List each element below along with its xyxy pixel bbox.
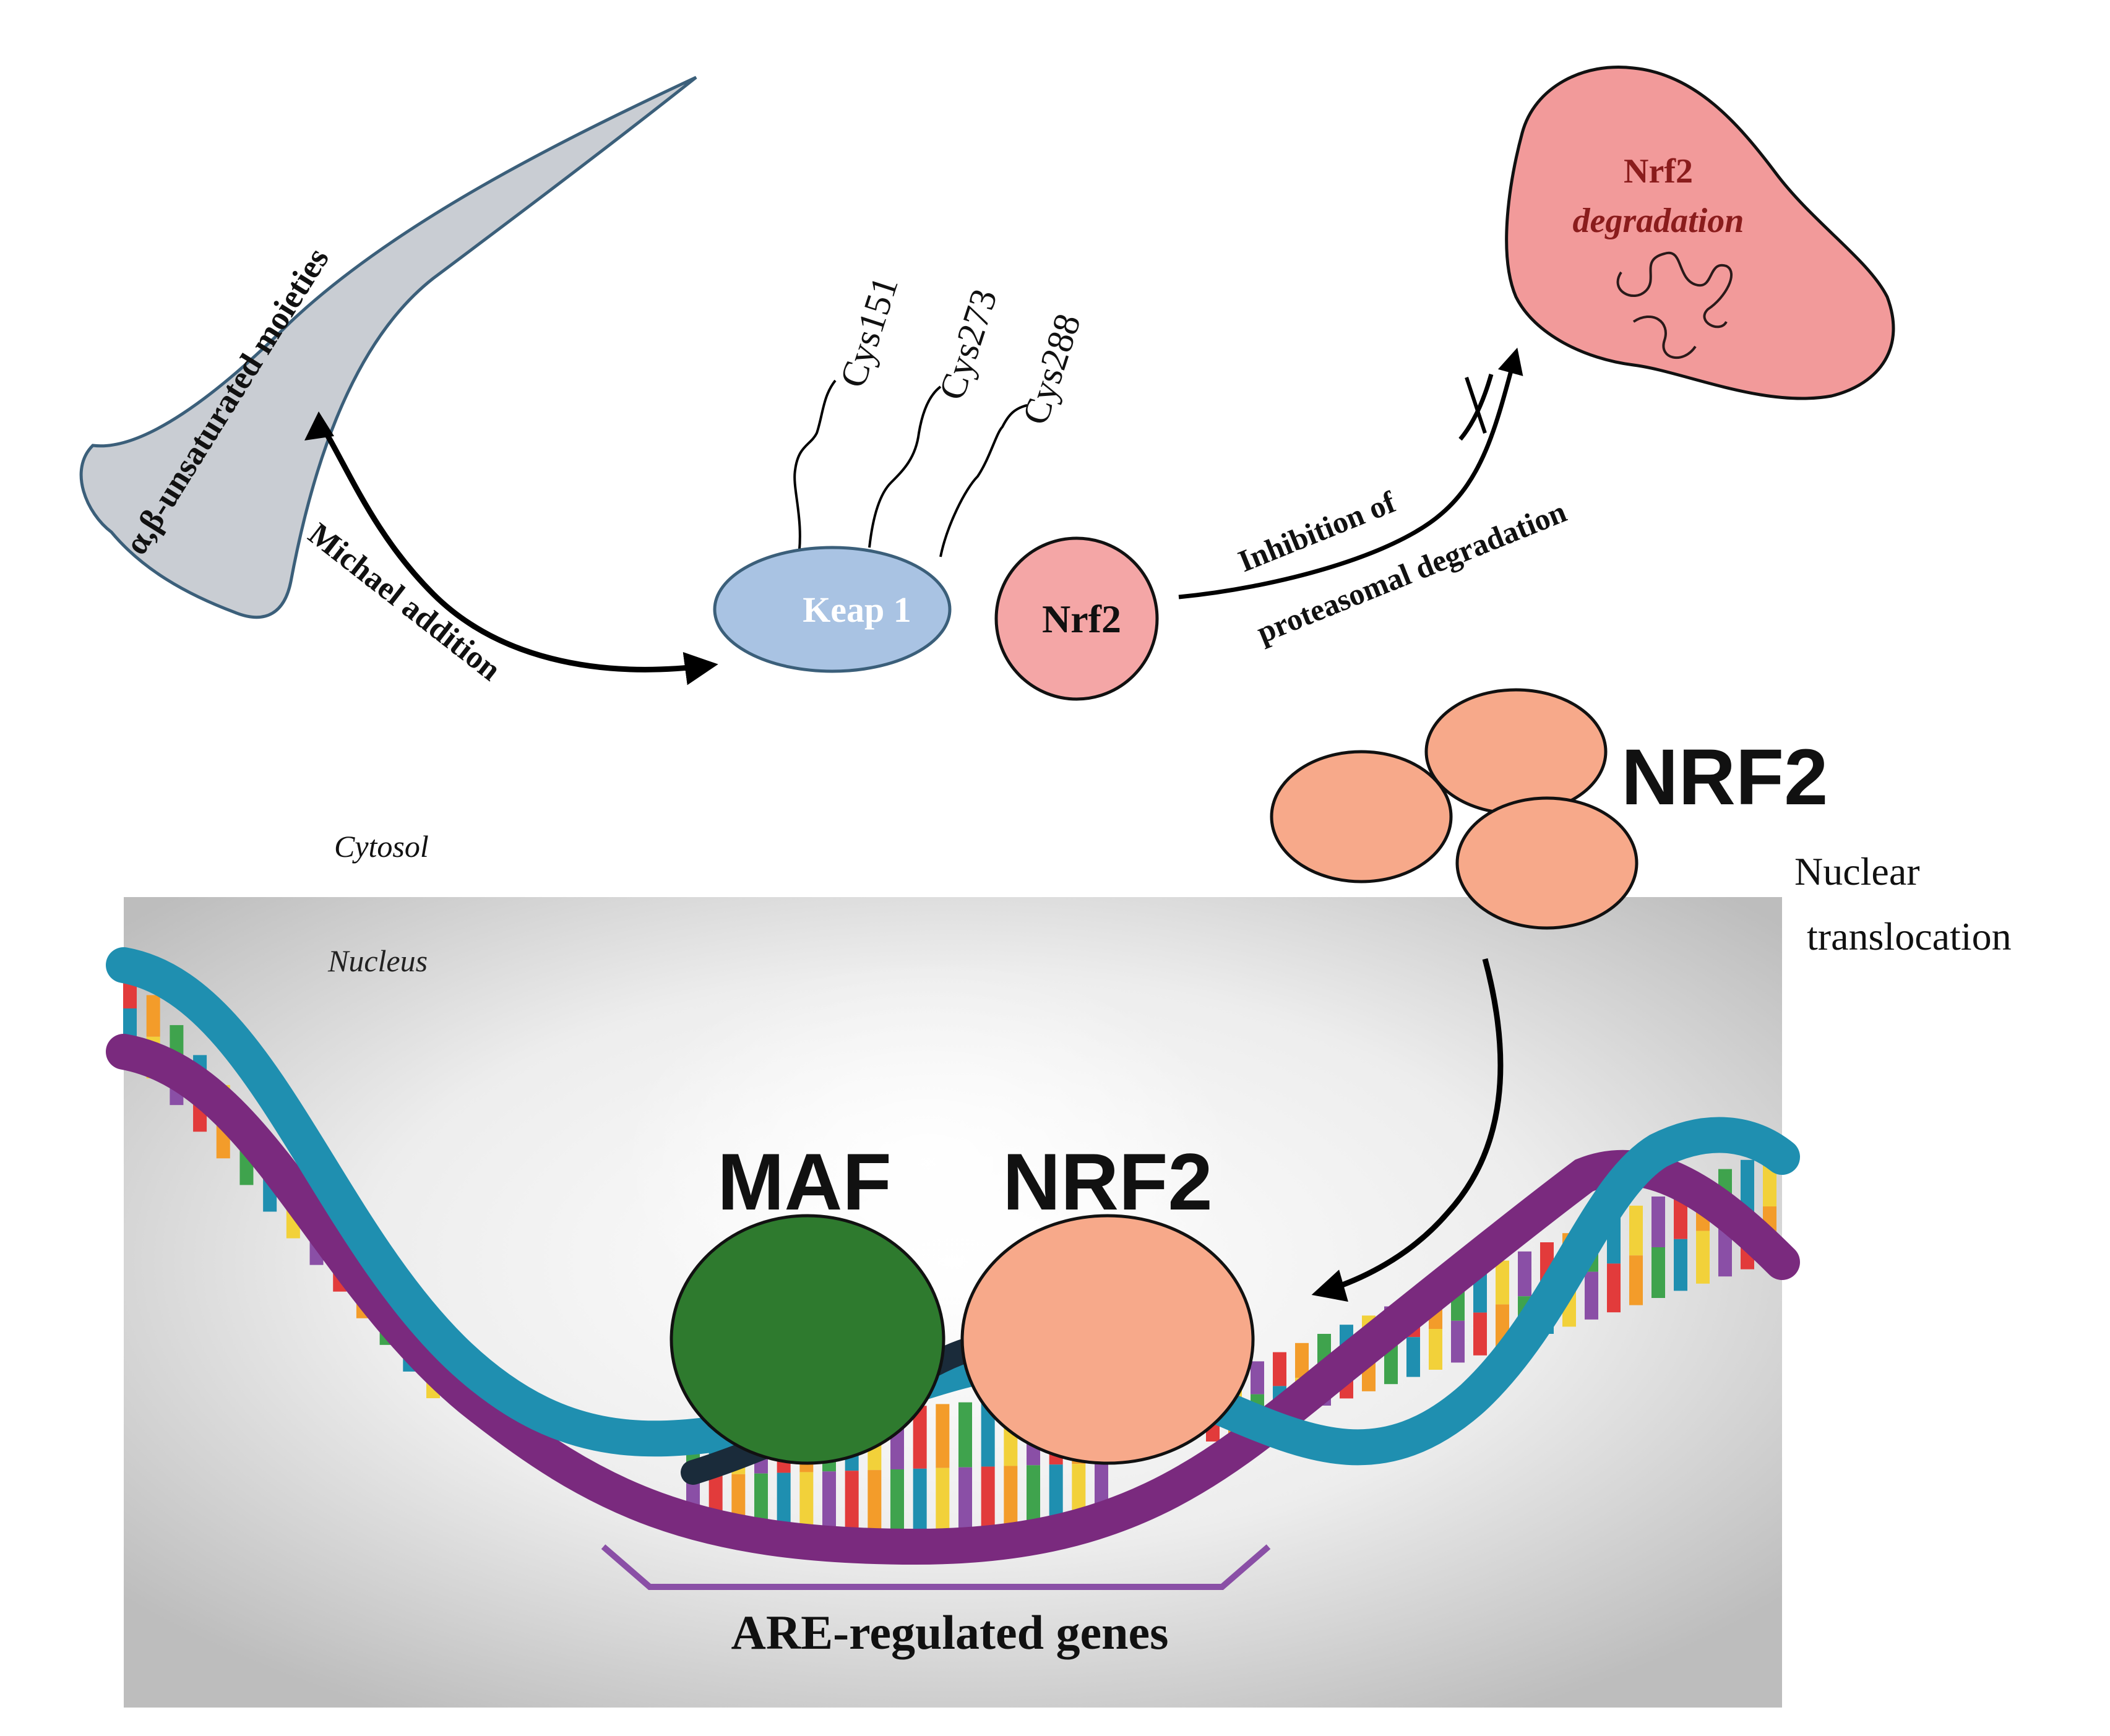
nrf2-cluster-label: NRF2: [1621, 733, 1828, 822]
dna-base-pair-segment: [1451, 1320, 1465, 1363]
cys288-label: Cys288: [1015, 309, 1088, 429]
dna-base-pair-segment: [1518, 1251, 1531, 1297]
dna-helix: [106, 947, 1800, 1565]
dna-base-pair-segment: [1295, 1343, 1309, 1378]
dna-base-pair-segment: [1607, 1263, 1621, 1313]
dna-backbone-purple: [106, 1034, 1800, 1565]
cys273-label: Cys273: [931, 284, 1005, 405]
dna-base-pair-segment: [754, 1473, 768, 1529]
dna-base-pair-segment: [1651, 1247, 1665, 1298]
dna-base-pair-segment: [936, 1467, 950, 1532]
dna-base-pair-segment: [890, 1469, 904, 1531]
inhibition-label-line2: proteasomal degradation: [1252, 494, 1571, 650]
nrf2-cluster-circle-left: [1270, 750, 1453, 883]
dna-base-pair-segment: [1027, 1465, 1040, 1534]
michael-addition-arrow: [316, 419, 718, 685]
nrf2-cluster-circle-top: [1424, 688, 1608, 815]
keap1-ellipse: [713, 546, 952, 673]
nuclear-translocation-line1: Nuclear: [1794, 849, 1920, 893]
cys151-line: [793, 379, 837, 561]
dna-base-pair-segment: [777, 1472, 791, 1530]
cys273-line: [868, 385, 942, 548]
maf-circle: [670, 1214, 945, 1465]
cys288-line: [939, 404, 1028, 557]
dna-base-pair-segment: [1273, 1352, 1286, 1386]
are-bracket: [601, 1544, 1271, 1590]
degradation-blob: [1505, 66, 1895, 400]
dna-base-pair-segment: [1496, 1260, 1509, 1305]
nrf2-small-circle: [994, 536, 1159, 701]
inhibition-cross-bar: [1465, 377, 1487, 434]
dna-base-pair-segment: [1406, 1337, 1420, 1377]
dna-base-pair-segment: [913, 1468, 927, 1532]
dna-base-pair-segment: [799, 1472, 814, 1530]
nrf2-dna-label: NRF2: [1002, 1137, 1212, 1227]
dna-base-pair-segment: [1629, 1255, 1643, 1305]
michael-addition-arrowhead-back: [304, 411, 334, 440]
dna-base-pair-segment: [1696, 1231, 1710, 1284]
dna-base-pair-segment: [981, 1400, 995, 1467]
dna-base-pair-segment: [1384, 1345, 1398, 1385]
degraded-protein-scribble: [1616, 251, 1733, 359]
keap1-label: Keap 1: [803, 590, 911, 630]
inhibition-arrow: [1178, 347, 1523, 599]
cytosol-label: Cytosol: [334, 829, 429, 864]
dna-base-pair-segment: [146, 995, 160, 1037]
inhibition-cross: [1458, 374, 1494, 441]
dna-base-pair-segment: [1741, 1159, 1754, 1215]
are-genes-label: ARE-regulated genes: [731, 1605, 1169, 1659]
dna-base-pair-segment: [958, 1402, 972, 1467]
nuclear-translocation-line2: translocation: [1807, 914, 2012, 958]
dna-base-pair-segment: [1651, 1197, 1665, 1247]
dna-base-pair-segment: [1585, 1271, 1598, 1320]
dna-base-pair-segment: [958, 1467, 972, 1532]
nucleus-label: Nucleus: [327, 943, 428, 978]
dna-base-pair-segment: [1473, 1312, 1487, 1356]
nuclear-translocation-arrow: [1311, 958, 1504, 1302]
dna-base-pair-segment: [845, 1471, 859, 1531]
degradation-label-line2: degradation: [1573, 202, 1744, 240]
dna-base-pair-segment: [822, 1471, 836, 1531]
dna-base-pair-segment: [868, 1470, 882, 1531]
dna-base-pair-segment: [936, 1404, 950, 1468]
nrf2-small-label: Nrf2: [1042, 597, 1121, 641]
moiety-shape: [79, 75, 697, 619]
michael-addition-label: Michael addition: [302, 517, 507, 688]
dna-base-pair-segment: [1674, 1239, 1687, 1291]
dna-base-pair-segment: [1251, 1361, 1264, 1394]
dna-base-pair-segment: [913, 1406, 927, 1469]
inhibition-label-line1: Inhibition of: [1233, 484, 1401, 578]
dna-base-pair-segment: [981, 1466, 995, 1533]
dna-base-pair-segment: [1629, 1205, 1643, 1256]
maf-label: MAF: [717, 1137, 892, 1227]
degradation-label-line1: Nrf2: [1624, 152, 1693, 191]
cys151-label: Cys151: [832, 272, 906, 392]
dna-base-pair-segment: [1004, 1466, 1018, 1533]
nrf2-dna-circle: [960, 1214, 1255, 1465]
dna-base-pair-segment: [1429, 1329, 1442, 1370]
nrf2-cluster-circle-right: [1455, 796, 1638, 930]
